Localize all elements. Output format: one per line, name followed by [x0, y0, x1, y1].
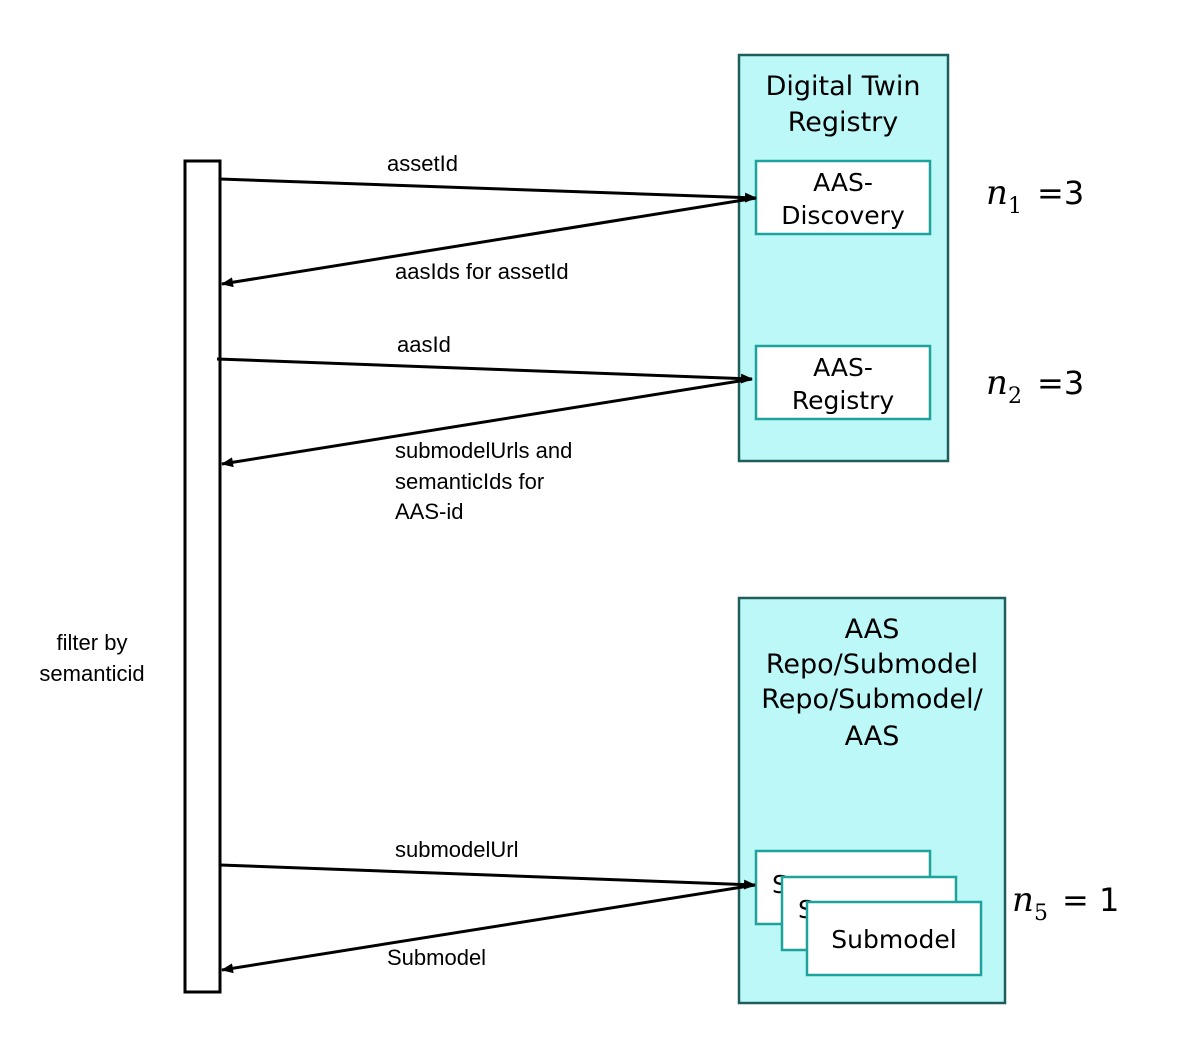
filter-label-line2: semanticid — [39, 661, 144, 686]
n2-sub: 2 — [1008, 384, 1022, 409]
label-aasid: aasId — [397, 332, 451, 357]
label-submodelurls-line3: AAS-id — [395, 499, 463, 524]
aas-discovery-line1: AAS- — [813, 168, 873, 197]
submodel-box-front — [805, 900, 983, 977]
n5-eq: = 1 — [1062, 881, 1119, 919]
n1-var: n — [986, 173, 1008, 213]
annotation-n2: n 2 =3 — [986, 363, 1084, 409]
arrow-submodelurl — [219, 863, 756, 890]
aas-registry-line2: Registry — [792, 386, 895, 415]
label-submodelurl: submodelUrl — [395, 837, 519, 862]
label-submodel-return: Submodel — [387, 945, 486, 970]
arrow-submodel — [221, 883, 756, 974]
aas-registry-box — [754, 344, 932, 421]
label-submodelurls-line1: submodelUrls and — [395, 438, 572, 463]
annotation-n5: n 5 = 1 — [1012, 880, 1119, 926]
repo-title-line1: AAS — [845, 614, 900, 645]
aas-registry-line1: AAS- — [813, 353, 873, 382]
n2-var: n — [986, 363, 1008, 403]
label-submodelurls-line2: semanticIds for — [395, 469, 544, 494]
aas-discovery-line2: Discovery — [781, 201, 905, 230]
arrow-aasid — [216, 357, 753, 384]
dtr-title-line1: Digital Twin — [766, 71, 921, 102]
n5-var: n — [1012, 880, 1034, 920]
arrow-submodelurls — [221, 377, 753, 468]
n1-eq: =3 — [1037, 174, 1084, 212]
client-lifeline — [183, 159, 222, 994]
n2-eq: =3 — [1037, 364, 1084, 402]
submodel-label: Submodel — [831, 925, 956, 954]
filter-label-line1: filter by — [57, 630, 128, 655]
aas-discovery-box — [754, 159, 932, 236]
arrow-aasids — [221, 196, 757, 288]
arrow-assetid — [219, 177, 757, 203]
repo-title-line4: AAS — [845, 721, 900, 752]
n1-sub: 1 — [1008, 194, 1022, 219]
label-assetid: assetId — [387, 151, 458, 176]
dtr-title-line2: Registry — [788, 107, 899, 138]
repo-title-line2: Repo/Submodel — [766, 649, 978, 680]
n5-sub: 5 — [1034, 901, 1048, 926]
repo-title-line3: Repo/Submodel/ — [761, 684, 983, 715]
label-aasids-for-assetid: aasIds for assetId — [395, 259, 569, 284]
annotation-n1: n 1 =3 — [986, 173, 1084, 219]
